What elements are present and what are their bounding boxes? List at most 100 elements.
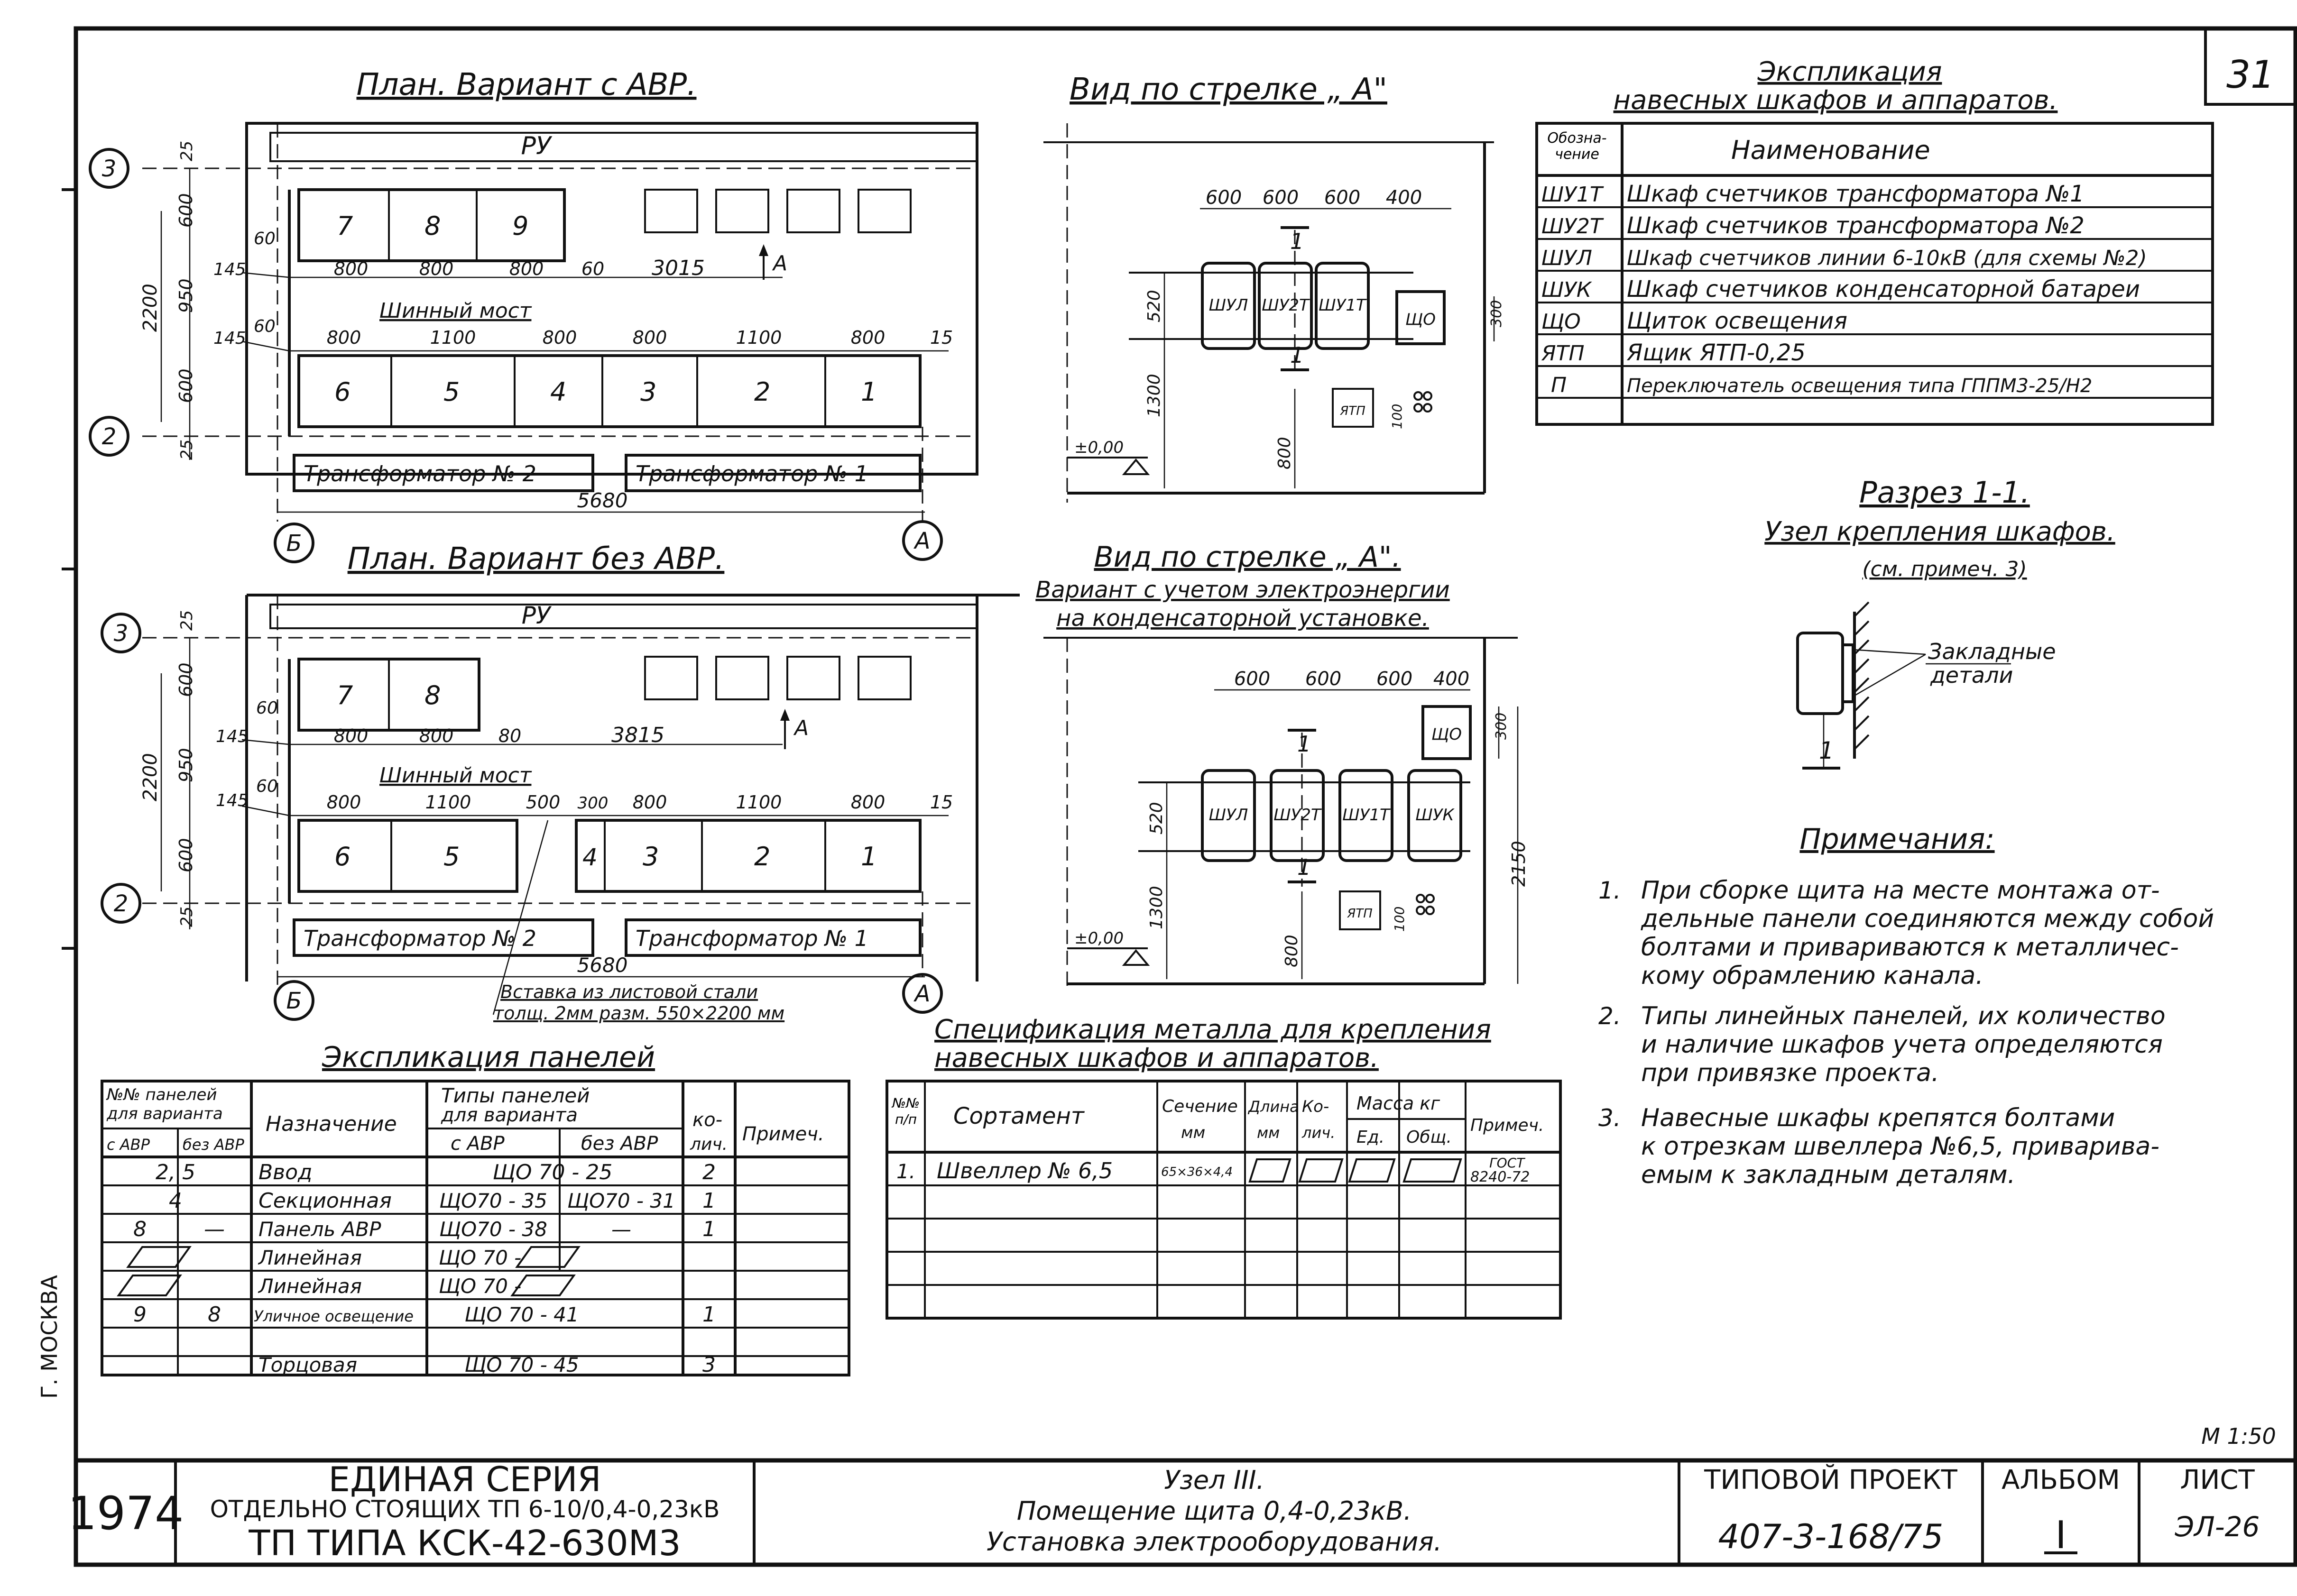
svg-text:Панель АВР: Панель АВР [258, 1218, 381, 1241]
svg-text:с АВР: с АВР [107, 1136, 150, 1154]
svg-text:80: 80 [498, 725, 521, 746]
svg-text:Узел III.: Узел III. [1164, 1465, 1264, 1495]
svg-text:500: 500 [526, 792, 561, 813]
svg-text:При сборке щита на месте монта: При сборке щита на месте монтажа от- [1641, 876, 2160, 905]
svg-text:1100: 1100 [736, 327, 782, 348]
svg-text:5: 5 [443, 377, 460, 407]
svg-text:без АВР: без АВР [581, 1133, 658, 1155]
notes: Примечания: 1. При сборке щита на месте … [1598, 823, 2214, 1189]
svg-text:Уличное освещение: Уличное освещение [254, 1307, 414, 1325]
svg-text:Спецификация металла для крепл: Спецификация металла для крепления [934, 1014, 1491, 1045]
svg-text:25: 25 [177, 440, 196, 460]
svg-text:Трансформатор № 1: Трансформатор № 1 [636, 926, 868, 951]
svg-text:Шкаф счетчиков конденсаторной: Шкаф счетчиков конденсаторной батареи [1627, 276, 2140, 303]
svg-text:9: 9 [512, 211, 528, 241]
view-a-2: Вид по стрелке „ А". Вариант с учетом эл… [1035, 541, 1529, 986]
svg-text:1.: 1. [896, 1160, 915, 1183]
svg-text:3: 3 [643, 842, 659, 871]
svg-text:навесных шкафов и аппаратов.: навесных шкафов и аппаратов. [934, 1043, 1379, 1073]
svg-text:ЯТП: ЯТП [1347, 907, 1373, 921]
svg-text:145: 145 [216, 727, 249, 746]
svg-text:—: — [204, 1217, 225, 1241]
svg-text:толщ. 2мм разм. 550×2200 мм: толщ. 2мм разм. 550×2200 мм [493, 1003, 784, 1024]
svg-text:3: 3 [102, 156, 117, 182]
svg-text:Шкаф счетчиков трансформатора: Шкаф счетчиков трансформатора №2 [1627, 212, 2085, 239]
svg-text:600: 600 [175, 368, 196, 403]
svg-text:1100: 1100 [430, 327, 476, 348]
svg-text:ШУ2Т: ШУ2Т [1541, 214, 1604, 238]
svg-text:Шкаф счетчиков линии 6-10кВ (д: Шкаф счетчиков линии 6-10кВ (для схемы №… [1627, 246, 2147, 270]
svg-text:Установка электрооборудования.: Установка электрооборудования. [987, 1527, 1442, 1557]
svg-text:ШУ1Т: ШУ1Т [1319, 296, 1367, 315]
svg-text:600: 600 [1324, 187, 1360, 209]
svg-text:Шинный мост: Шинный мост [379, 763, 532, 788]
svg-text:с АВР: с АВР [451, 1133, 505, 1155]
svg-text:800: 800 [633, 792, 667, 813]
svg-text:2200: 2200 [139, 753, 161, 801]
svg-text:Масса кг: Масса кг [1356, 1093, 1440, 1114]
svg-text:Переключатель освещения типа Г: Переключатель освещения типа ГППМ3-25/Н2 [1627, 375, 2092, 397]
svg-text:ЩО: ЩО [1541, 310, 1581, 334]
svg-text:ШУ2Т: ШУ2Т [1273, 806, 1322, 825]
svg-text:800: 800 [509, 258, 544, 279]
svg-text:800: 800 [327, 792, 361, 813]
svg-text:800: 800 [1282, 935, 1301, 967]
svg-text:Щиток освещения: Щиток освещения [1627, 308, 1847, 334]
plan-avr-ru: РУ [521, 132, 552, 160]
svg-text:407-3-168/75: 407-3-168/75 [1718, 1517, 1944, 1556]
svg-text:800: 800 [543, 327, 577, 348]
svg-text:ЩО70 - 38: ЩО70 - 38 [439, 1218, 547, 1241]
svg-text:ЩО 70 - 41: ЩО 70 - 41 [464, 1303, 579, 1326]
svg-text:А: А [913, 981, 931, 1007]
svg-text:2: 2 [102, 423, 117, 450]
svg-text:2: 2 [702, 1160, 716, 1184]
svg-text:3815: 3815 [611, 723, 664, 747]
svg-text:950: 950 [175, 278, 196, 313]
svg-text:60: 60 [256, 777, 278, 796]
svg-text:П: П [1551, 373, 1567, 397]
plan-with-avr: План. Вариант с АВР. РУ 7 8 9 А 800 800 … [89, 67, 978, 563]
svg-text:300: 300 [1488, 300, 1505, 327]
svg-text:Сечение: Сечение [1162, 1097, 1238, 1116]
svg-text:2.: 2. [1598, 1002, 1621, 1030]
svg-text:мм: мм [1181, 1123, 1205, 1142]
svg-text:ШУ1Т: ШУ1Т [1541, 183, 1604, 207]
svg-text:без АВР: без АВР [183, 1136, 244, 1154]
svg-text:для варианта: для варианта [441, 1104, 578, 1126]
svg-text:ЩО: ЩО [1405, 310, 1436, 329]
svg-text:А: А [793, 716, 809, 740]
svg-text:ШУЛ: ШУЛ [1209, 806, 1248, 825]
svg-text:4: 4 [550, 377, 566, 407]
svg-text:ЕДИНАЯ СЕРИЯ: ЕДИНАЯ СЕРИЯ [329, 1459, 601, 1499]
svg-text:5: 5 [443, 842, 460, 871]
svg-text:2150: 2150 [1508, 841, 1529, 887]
svg-text:4: 4 [582, 844, 598, 871]
svg-text:5680: 5680 [577, 954, 628, 977]
svg-text:Шкаф счетчиков трансформатора: Шкаф счетчиков трансформатора №1 [1627, 181, 2085, 207]
side-text: Г. МОСКВА [37, 1275, 62, 1399]
svg-text:600: 600 [175, 193, 196, 228]
svg-text:1: 1 [1297, 854, 1311, 880]
svg-text:1: 1 [702, 1189, 716, 1213]
svg-text:Длина: Длина [1247, 1098, 1299, 1116]
svg-text:(см. примеч. 3): (см. примеч. 3) [1862, 557, 2027, 581]
svg-text:Навесные шкафы крепятся болтам: Навесные шкафы крепятся болтами [1641, 1104, 2115, 1132]
svg-text:к отрезкам швеллера №6,5, прив: к отрезкам швеллера №6,5, приварива- [1641, 1132, 2159, 1161]
svg-text:ГОСТ: ГОСТ [1489, 1155, 1525, 1171]
svg-text:800: 800 [419, 725, 454, 746]
svg-text:Ввод: Ввод [258, 1160, 312, 1184]
svg-text:Экспликация: Экспликация [1757, 56, 1942, 87]
svg-text:520: 520 [1147, 802, 1166, 835]
svg-text:Примеч.: Примеч. [742, 1123, 824, 1145]
svg-text:А: А [772, 251, 787, 275]
svg-text:400: 400 [1433, 668, 1469, 690]
svg-text:ЭЛ-26: ЭЛ-26 [2175, 1511, 2260, 1543]
svg-text:Вид по стрелке „ А": Вид по стрелке „ А" [1070, 72, 1387, 107]
svg-text:ШУ2Т: ШУ2Т [1262, 296, 1310, 315]
svg-text:±0,00: ±0,00 [1074, 438, 1124, 457]
svg-text:520: 520 [1144, 290, 1164, 322]
svg-text:ШУ1Т: ШУ1Т [1342, 806, 1391, 825]
svg-text:емым к закладным деталям.: емым к закладным деталям. [1641, 1161, 2015, 1189]
svg-text:ШУК: ШУК [1415, 806, 1455, 825]
